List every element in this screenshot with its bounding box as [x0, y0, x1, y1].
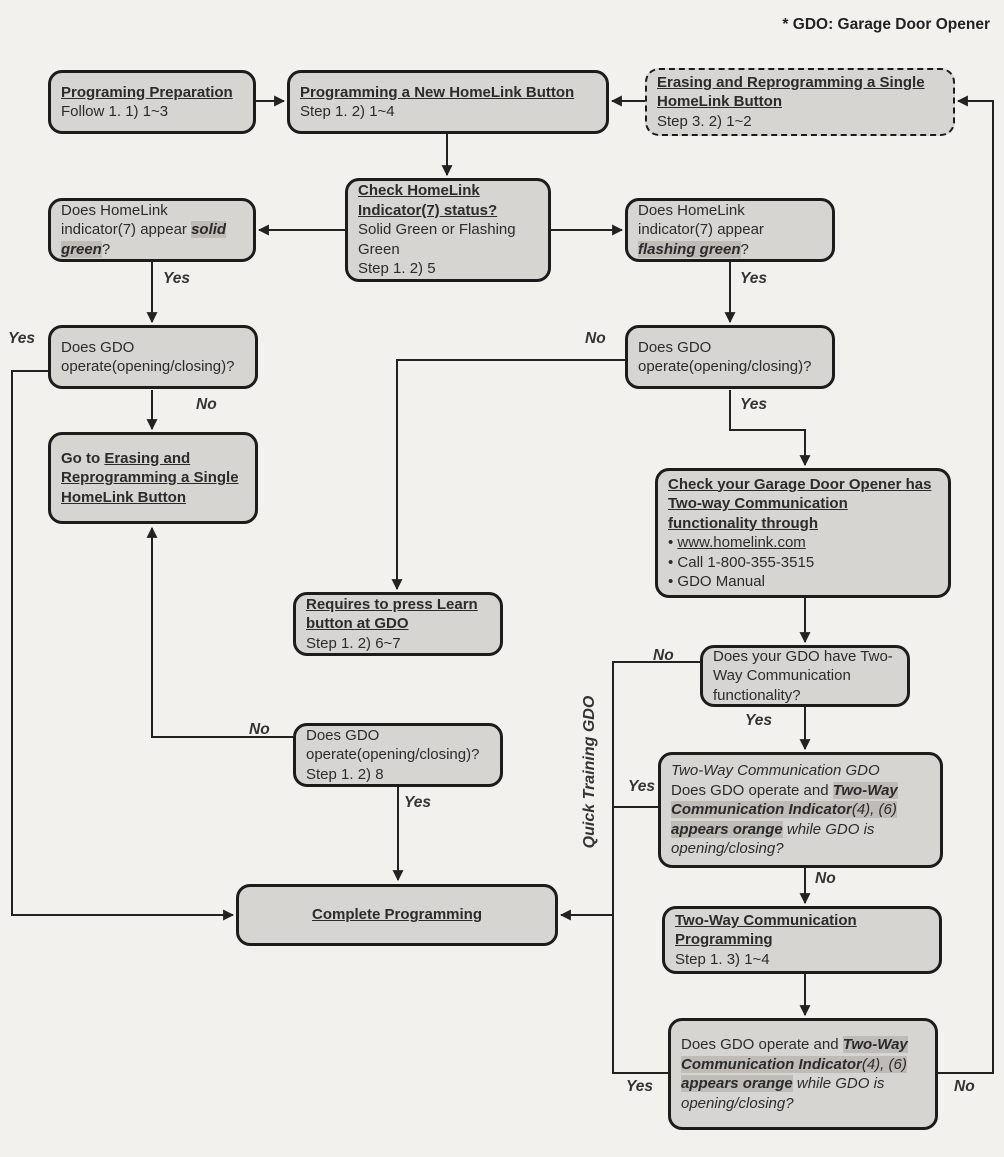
node-subtitle: Step 1. 3) 1~4 [675, 950, 770, 968]
bullet-item: Call 1-800-355-3515 [668, 553, 938, 573]
text-run: ? [101, 240, 111, 258]
node-question-gdo-operate-left: Does GDO operate(opening/closing)? [48, 325, 258, 389]
node-text: Solid Green or Flashing Green [358, 221, 516, 258]
node-subtitle: Step 3. 2) 1~2 [657, 112, 752, 130]
node-text: Does GDO operate(opening/closing)? [638, 338, 812, 376]
node-question-gdo-operate-step8: Does GDO operate(opening/closing)? Step … [293, 723, 503, 787]
node-check-two-way-capability: Check your Garage Door Opener has Two-wa… [655, 468, 951, 598]
node-erasing-reprogramming: Erasing and Reprogramming a Single HomeL… [645, 68, 955, 136]
bullet-list: www.homelink.com Call 1-800-355-3515 GDO… [668, 533, 938, 592]
label-yes-final: Yes [626, 1078, 654, 1095]
emphasis-flashing-green: flashing green [638, 240, 741, 258]
text-run: ? [740, 240, 749, 258]
text-run: Does GDO operate and [681, 1036, 843, 1053]
node-text: Does GDO operate(opening/closing)? [61, 338, 235, 376]
label-no-gdo-left: No [196, 396, 217, 413]
label-no-gdo-right: No [585, 330, 606, 347]
node-question-solid-green: Does HomeLink indicator(7) appear solid … [48, 198, 256, 262]
node-text: Does GDO operate and Two-Way Communicati… [681, 1035, 925, 1113]
bullet-item: www.homelink.com [668, 533, 938, 553]
node-two-way-gdo-question: Two-Way Communication GDO Does GDO opera… [658, 752, 943, 868]
node-title: Two-Way Communication GDO [671, 762, 880, 780]
label-no-has-two-way: No [653, 647, 674, 664]
node-question-gdo-operate-right: Does GDO operate(opening/closing)? [625, 325, 835, 389]
node-text: Does GDO operate(opening/closing)? [306, 726, 480, 764]
node-press-learn-button: Requires to press Learn button at GDO St… [293, 592, 503, 656]
label-quick-training-gdo: Quick Training GDO [581, 695, 598, 849]
node-title: Complete Programming [311, 906, 483, 924]
node-title: Two-Way Communication Programming [675, 911, 857, 949]
arrow-gdo-right-no-to-learn [391, 359, 625, 591]
line-final-yes-merge [612, 914, 668, 1074]
node-title: Check HomeLink Indicator(7) status? [358, 182, 498, 219]
node-text: Does HomeLink indicator(7) appear flashi… [638, 201, 822, 260]
node-check-indicator-status: Check HomeLink Indicator(7) status? Soli… [345, 178, 551, 282]
emphasis-appears-orange: appears orange [681, 1075, 793, 1092]
node-text: Does GDO operate and Two-Way Communicati… [671, 781, 930, 859]
text-run: Does GDO operate and [671, 781, 833, 799]
node-question-has-two-way: Does your GDO have Two-Way Communication… [700, 645, 910, 707]
node-subtitle: Step 1. 2) 6~7 [306, 634, 401, 652]
emphasis-indicator-numbers: (4), (6) [851, 801, 897, 819]
label-no-two-way-gdo: No [815, 870, 836, 887]
node-programming-preparation: Programing Preparation Follow 1. 1) 1~3 [48, 70, 256, 134]
node-subtitle: Step 1. 2) 5 [358, 260, 436, 278]
homelink-url: www.homelink.com [677, 534, 806, 551]
text-run: Go to [61, 449, 105, 467]
node-text: Does your GDO have Two-Way Communication… [713, 647, 893, 704]
node-subtitle: Step 1. 2) 1~4 [300, 103, 395, 120]
emphasis-appears-orange: appears orange [671, 820, 783, 838]
label-yes-two-way-gdo: Yes [628, 778, 656, 795]
node-subtitle: Step 1. 2) 8 [306, 765, 384, 783]
node-title: Programming a New HomeLink Button [300, 83, 575, 101]
node-goto-erasing: Go to Erasing and Reprogramming a Single… [48, 432, 258, 524]
label-no-final: No [954, 1078, 975, 1095]
node-complete-programming: Complete Programming [236, 884, 558, 946]
node-title: Erasing and Reprogramming a Single HomeL… [657, 73, 925, 111]
label-yes-gdo-right: Yes [740, 396, 768, 413]
text-run: while GDO is opening/closing? [671, 820, 875, 858]
gdo-abbreviation-note: * GDO: Garage Door Opener [782, 16, 990, 33]
text-run: Does HomeLink indicator(7) appear [61, 201, 192, 239]
link-erasing-reprogramming: Erasing and Reprogramming a Single HomeL… [61, 449, 239, 506]
node-title: Check your Garage Door Opener has Two-wa… [668, 475, 932, 532]
label-yes-gdo-left: Yes [8, 330, 36, 347]
node-programming-new-button: Programming a New HomeLink Button Step 1… [287, 70, 609, 134]
emphasis-indicator-numbers: (4), (6) [861, 1055, 907, 1073]
node-text: Go to Erasing and Reprogramming a Single… [61, 449, 245, 508]
node-text: Does HomeLink indicator(7) appear solid … [61, 201, 243, 260]
label-yes-solid: Yes [163, 270, 191, 287]
node-final-orange-question: Does GDO operate and Two-Way Communicati… [668, 1018, 938, 1130]
node-title: Requires to press Learn button at GDO [306, 595, 478, 633]
node-question-flashing-green: Does HomeLink indicator(7) appear flashi… [625, 198, 835, 262]
arrow-step8-no-to-goto-erase [146, 526, 293, 738]
node-title: Programing Preparation [61, 83, 233, 101]
label-yes-has-two-way: Yes [745, 712, 773, 729]
bullet-item: GDO Manual [668, 572, 938, 592]
label-no-step8: No [249, 721, 270, 738]
node-subtitle: Follow 1. 1) 1~3 [61, 103, 169, 120]
text-run: Does HomeLink indicator(7) appear [638, 201, 764, 239]
text-run: while GDO is opening/closing? [681, 1075, 885, 1112]
label-yes-flashing: Yes [740, 270, 768, 287]
label-yes-step8: Yes [404, 794, 432, 811]
node-two-way-programming: Two-Way Communication Programming Step 1… [662, 906, 942, 974]
